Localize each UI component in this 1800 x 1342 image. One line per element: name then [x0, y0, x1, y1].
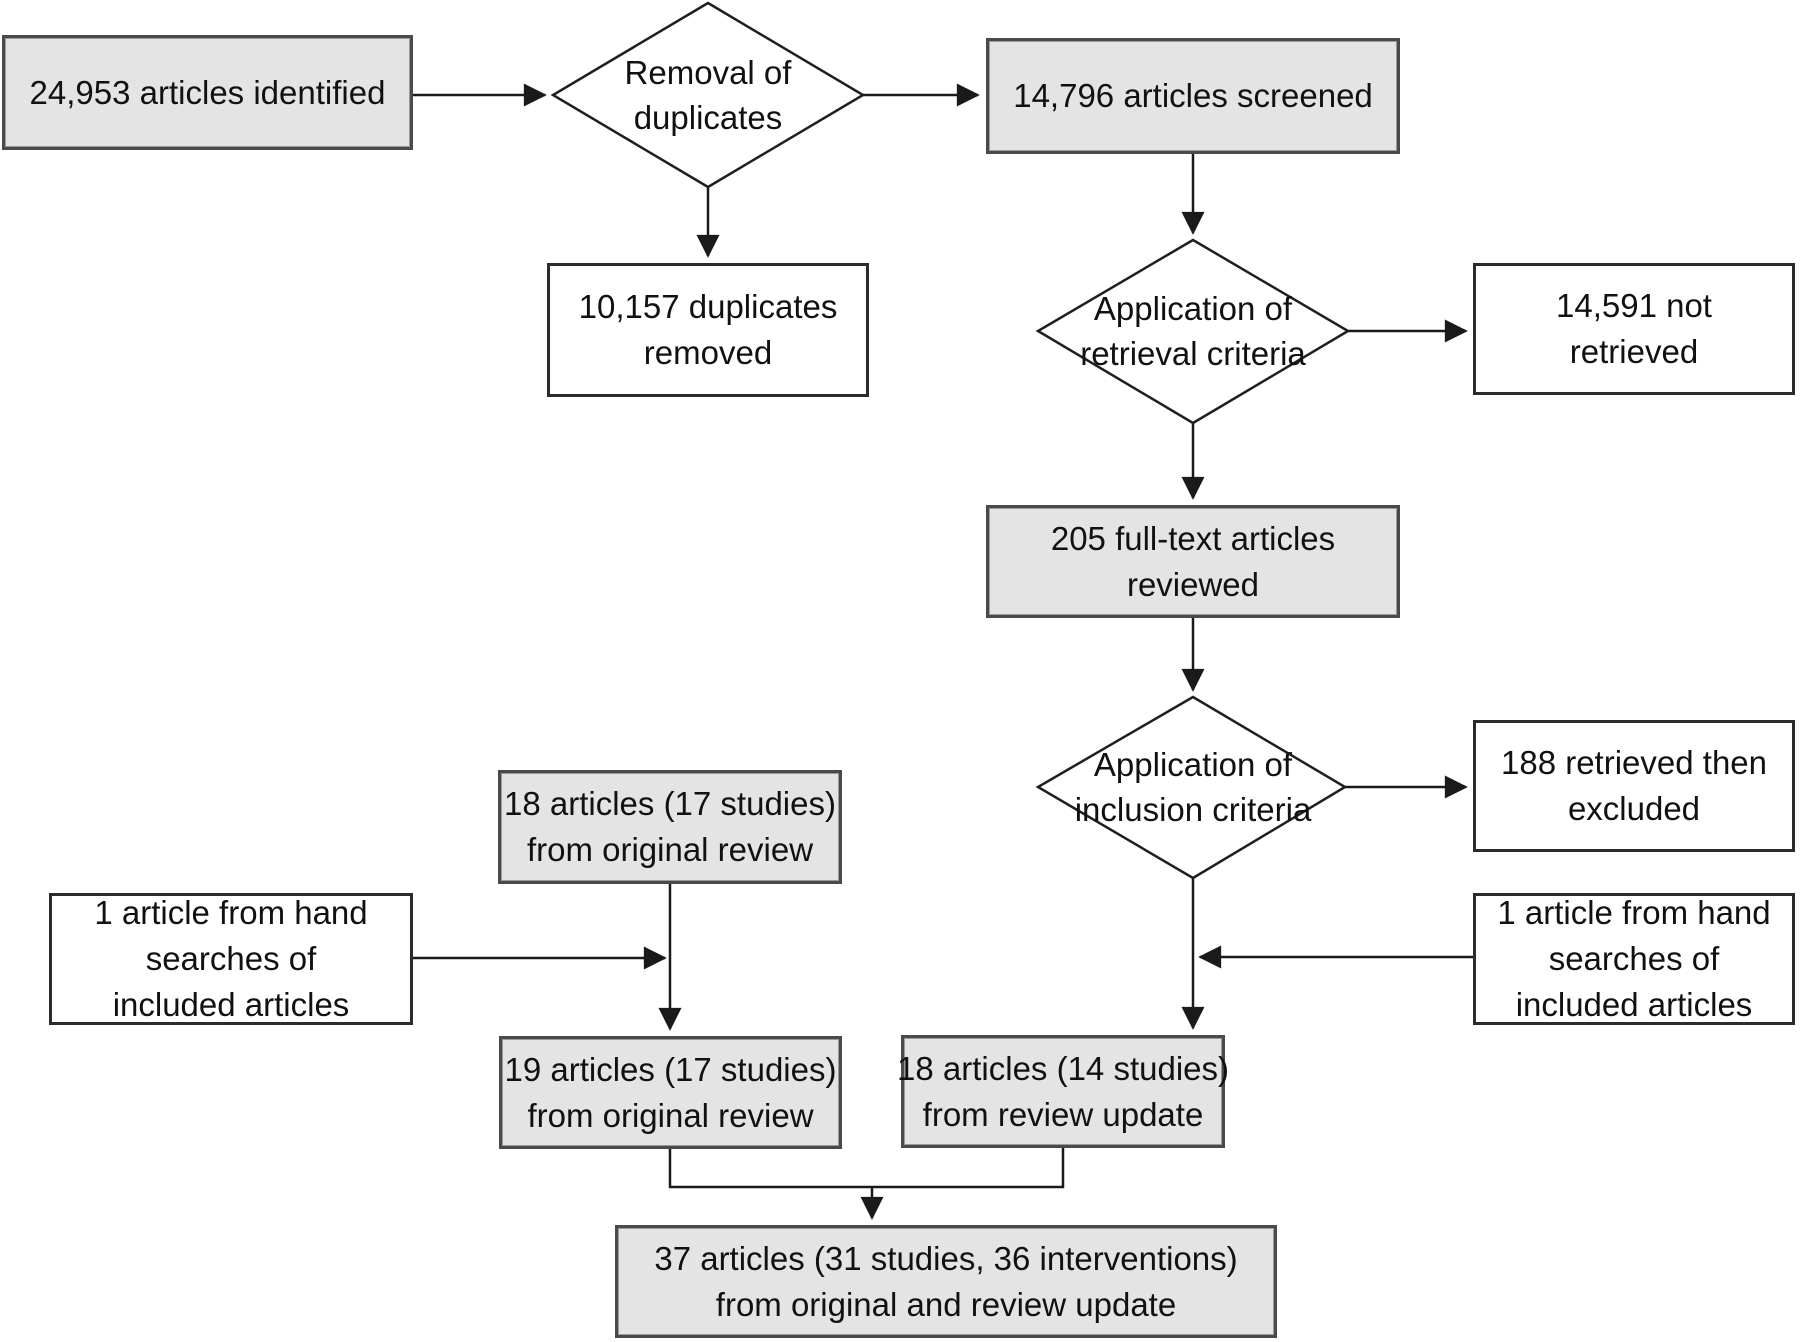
diamond-retrieval-criteria-label: Application of retrieval criteria: [1033, 286, 1353, 376]
diamond-inclusion-criteria-label: Application of inclusion criteria: [1033, 742, 1353, 832]
box-fulltext-reviewed: 205 full-text articles reviewed: [986, 505, 1400, 618]
box-fulltext-reviewed-line2: reviewed: [1126, 565, 1260, 603]
box-retrieved-excluded-line1: 188 retrieved then: [1500, 744, 1767, 781]
diamond-duplicates-line1: Removal of: [624, 54, 792, 91]
box-hand-search-right: 1 article from hand searches of included…: [1473, 893, 1795, 1025]
box-hand-search-right-line1: 1 article from hand: [1497, 894, 1771, 931]
box-update-18-line2: from review update: [922, 1095, 1204, 1133]
box-duplicates-removed-line1: 10,157 duplicates: [578, 288, 838, 325]
diamond-inclusion-line1: Application of: [1093, 746, 1293, 783]
box-duplicates-removed-line2: removed: [643, 334, 773, 371]
arrow-retrieval-to-fulltext: [1193, 423, 1498, 498]
box-articles-identified: 24,953 articles identified: [2, 35, 413, 150]
box-total-37-line2: from original and review update: [715, 1285, 1177, 1323]
box-hand-search-left: 1 article from hand searches of included…: [49, 893, 413, 1025]
diamond-duplicates-line2: duplicates: [633, 99, 783, 136]
box-retrieved-excluded: 188 retrieved then excluded: [1473, 720, 1795, 852]
box-articles-screened-text: 14,796 articles screened: [1013, 77, 1373, 114]
box-hand-search-right-line2: searches of: [1548, 940, 1720, 977]
diamond-retrieval-line2: retrieval criteria: [1080, 335, 1306, 372]
diamond-inclusion-line2: inclusion criteria: [1074, 791, 1312, 828]
box-update-18-articles: 18 articles (14 studies) from review upd…: [897, 1035, 1229, 1148]
box-articles-identified-text: 24,953 articles identified: [29, 73, 386, 111]
box-hand-search-left-line2: searches of: [145, 940, 317, 977]
box-hand-search-left-line3: included articles: [112, 986, 350, 1023]
box-total-37-articles: 37 articles (31 studies, 36 intervention…: [615, 1225, 1277, 1338]
box-not-retrieved-line1: 14,591 not: [1556, 287, 1712, 324]
diamond-retrieval-line1: Application of: [1093, 290, 1293, 327]
box-not-retrieved: 14,591 not retrieved: [1473, 263, 1795, 395]
connector-merge-elbow: [668, 1148, 1065, 1189]
diamond-removal-of-duplicates-label: Removal of duplicates: [548, 50, 868, 140]
box-not-retrieved-line2: retrieved: [1569, 333, 1699, 370]
box-articles-screened: 14,796 articles screened: [986, 38, 1400, 154]
box-original-19-line2: from original review: [527, 1096, 814, 1134]
box-original-18-articles: 18 articles (17 studies) from original r…: [498, 770, 842, 884]
box-hand-search-right-line3: included articles: [1515, 986, 1753, 1023]
box-fulltext-reviewed-line1: 205 full-text articles: [1050, 519, 1336, 557]
box-original-19-articles: 19 articles (17 studies) from original r…: [499, 1036, 842, 1149]
box-original-18-line2: from original review: [526, 831, 814, 868]
box-retrieved-excluded-line2: excluded: [1567, 790, 1701, 827]
box-original-19-line1: 19 articles (17 studies): [504, 1050, 837, 1088]
box-duplicates-removed: 10,157 duplicates removed: [547, 263, 869, 397]
box-update-18-line1: 18 articles (14 studies): [897, 1049, 1229, 1087]
box-original-18-line1: 18 articles (17 studies): [504, 785, 836, 822]
box-hand-search-left-line1: 1 article from hand: [94, 894, 368, 931]
box-total-37-line1: 37 articles (31 studies, 36 intervention…: [654, 1239, 1238, 1277]
